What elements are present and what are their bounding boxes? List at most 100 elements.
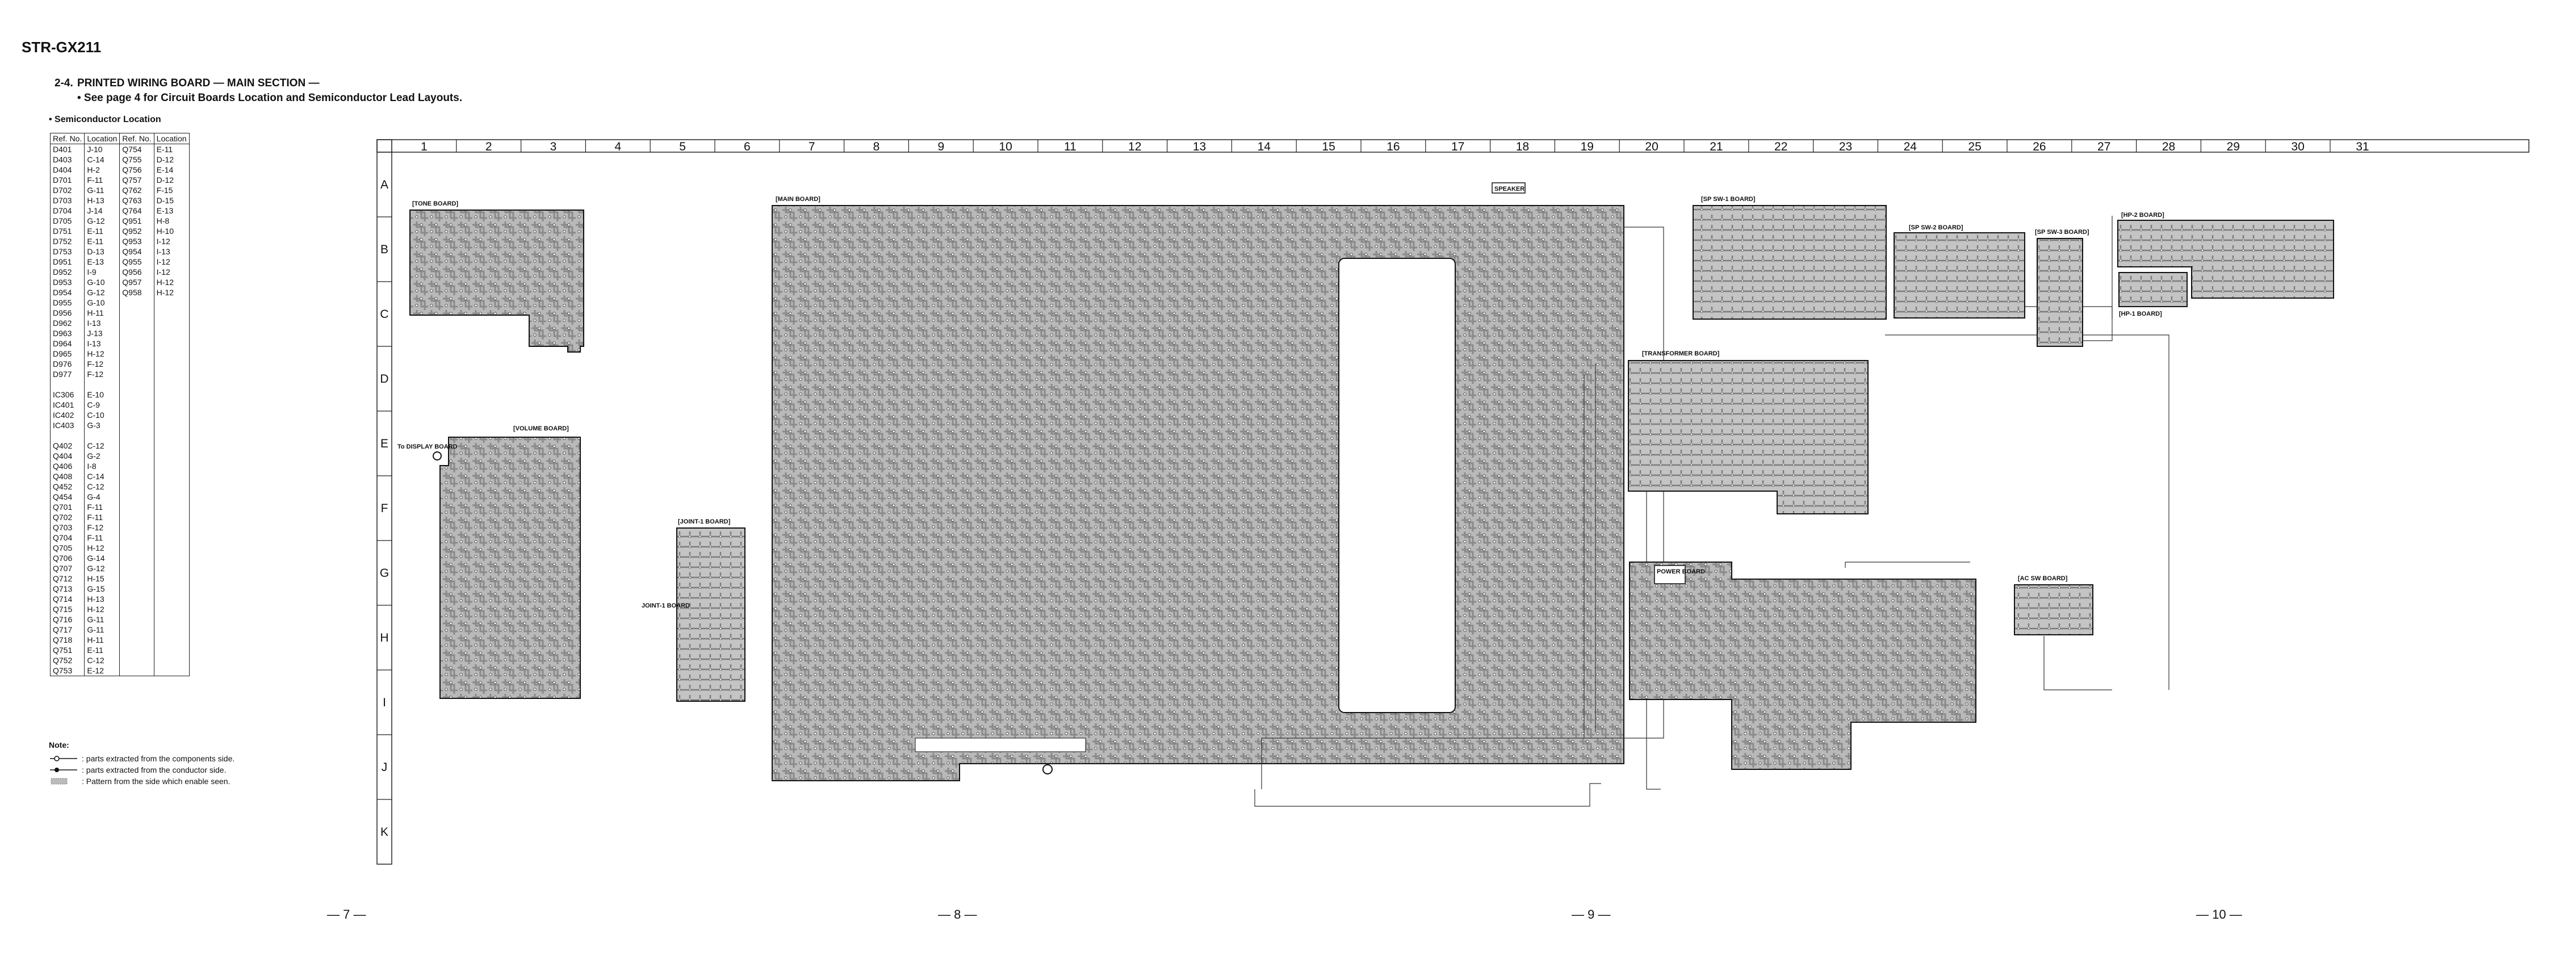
joint1-side-label: JOINT-1 BOARD: [642, 602, 690, 609]
grid-column-label: 20: [1645, 140, 1658, 153]
page-number: — 8 —: [938, 907, 977, 922]
table-cell: [119, 533, 154, 543]
grid-column-label: 18: [1516, 140, 1529, 153]
conductor-side-symbol-icon: [50, 768, 77, 772]
table-cell: H-12: [153, 277, 190, 287]
table-cell: [119, 420, 154, 430]
table-cell: [119, 665, 154, 676]
grid-row-label: B: [380, 243, 388, 256]
table-cell: [153, 533, 190, 543]
table-cell: E-14: [153, 165, 190, 175]
grid-column-label: 4: [614, 140, 621, 153]
table-header: Ref. No.: [49, 133, 85, 144]
grid-row-label: G: [380, 567, 389, 580]
table-cell: [119, 379, 154, 389]
table-cell: [153, 665, 190, 676]
component-side-symbol-icon: [50, 756, 77, 761]
table-row: [49, 379, 190, 389]
volume-board: [VOLUME BOARD] To DISPLAY BOARD: [397, 425, 581, 699]
table-cell: Q702: [49, 512, 85, 522]
note-item: : parts extracted from the components si…: [49, 753, 234, 764]
table-cell: [119, 502, 154, 512]
table-cell: Q762: [119, 185, 154, 195]
grid-column-label: 21: [1710, 140, 1723, 153]
table-cell: Q717: [49, 625, 85, 635]
table-cell: [153, 471, 190, 481]
table-cell: Q952: [119, 226, 154, 236]
table-cell: D751: [49, 226, 85, 236]
table-cell: [49, 430, 85, 441]
table-cell: G-12: [84, 216, 120, 226]
table-cell: J-14: [84, 206, 120, 216]
grid-row-label: H: [380, 631, 388, 644]
semiconductor-location-table: Ref. No. Location Ref. No. Location D401…: [49, 133, 190, 676]
table-cell: [153, 553, 190, 563]
table-cell: I-12: [153, 257, 190, 267]
note-title: Note:: [49, 740, 69, 749]
table-cell: [119, 625, 154, 635]
grid-column-label: 12: [1128, 140, 1141, 153]
table-cell: D753: [49, 246, 85, 257]
table-cell: IC306: [49, 389, 85, 400]
table-cell: [153, 318, 190, 328]
table-cell: D703: [49, 195, 85, 206]
table-cell: [153, 461, 190, 471]
table-cell: [119, 328, 154, 338]
table-cell: [153, 635, 190, 645]
table-cell: Q953: [119, 236, 154, 246]
grid-column-label: 28: [2162, 140, 2175, 153]
table-cell: D-12: [153, 154, 190, 165]
sp-sw1-board-label: [SP SW-1 BOARD]: [1701, 196, 1756, 203]
connector-icon: [433, 451, 442, 460]
grid-column-label: 26: [2033, 140, 2046, 153]
table-cell: F-11: [84, 175, 120, 185]
table-cell: Q955: [119, 257, 154, 267]
table-cell: [153, 604, 190, 614]
grid-row-label: I: [383, 696, 386, 709]
table-cell: [153, 379, 190, 389]
table-cell: [119, 471, 154, 481]
table-cell: D953: [49, 277, 85, 287]
model-title: STR-GX211: [22, 39, 102, 56]
table-cell: [119, 522, 154, 533]
ac-sw-board: [AC SW BOARD]: [2014, 575, 2093, 635]
table-cell: Q406: [49, 461, 85, 471]
page-number: — 7 —: [327, 907, 366, 922]
grid-column-label: 16: [1387, 140, 1400, 153]
table-cell: [119, 400, 154, 410]
table-cell: [119, 441, 154, 451]
table-cell: G-14: [84, 553, 120, 563]
table-cell: E-13: [153, 206, 190, 216]
table-header: Location: [84, 133, 120, 144]
table-cell: D976: [49, 359, 85, 369]
table-cell: [153, 441, 190, 451]
table-cell: D956: [49, 308, 85, 318]
table-cell: [153, 584, 190, 594]
table-cell: C-12: [84, 441, 120, 451]
main-board-label: [MAIN BOARD]: [776, 196, 820, 203]
grid-column-label: 27: [2097, 140, 2110, 153]
table-cell: E-11: [84, 645, 120, 655]
table-cell: D965: [49, 349, 85, 359]
table-cell: [153, 655, 190, 665]
table-cell: Q756: [119, 165, 154, 175]
grid-column-label: 25: [1968, 140, 1981, 153]
table-cell: Q402: [49, 441, 85, 451]
table-cell: Q718: [49, 635, 85, 645]
table-cell: F-15: [153, 185, 190, 195]
table-cell: D964: [49, 338, 85, 349]
table-cell: H-8: [153, 216, 190, 226]
table-header-row: Ref. No. Location Ref. No. Location: [49, 133, 190, 144]
table-cell: [153, 451, 190, 461]
table-cell: [119, 481, 154, 492]
